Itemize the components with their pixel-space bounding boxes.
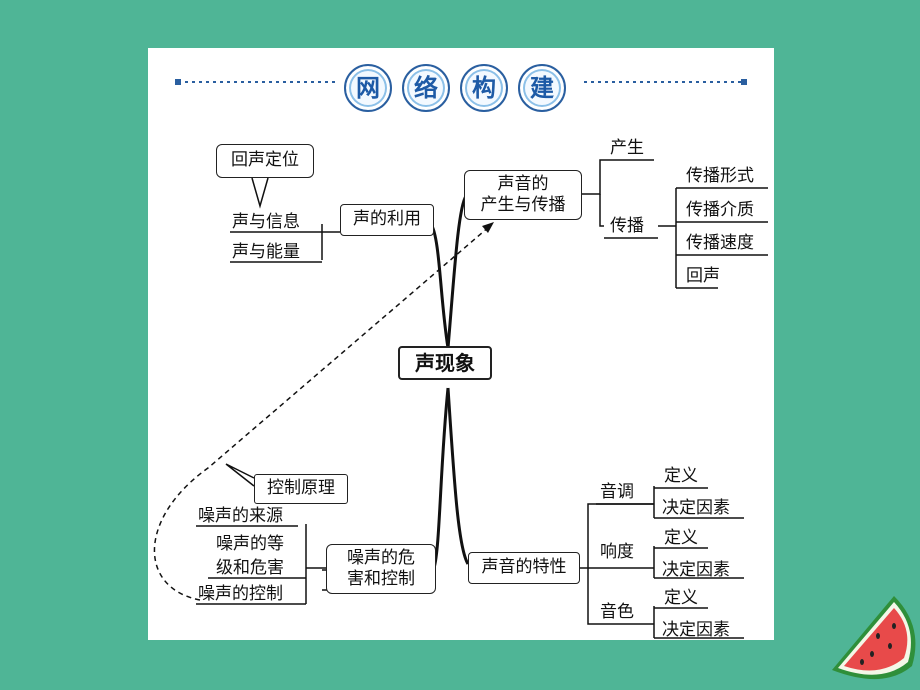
production-node: 声音的 产生与传播	[464, 170, 582, 220]
noise-label-2: 害和控制	[347, 569, 415, 589]
trunk-to-characteristics	[446, 387, 470, 565]
noise-item-level-1: 噪声的等	[216, 534, 284, 554]
pitch-factors: 决定因素	[662, 498, 730, 518]
connector-lines	[153, 79, 768, 639]
center-node: 声现象	[398, 346, 492, 380]
trunk-to-production	[446, 195, 468, 349]
characteristics-node: 声音的特性	[468, 552, 580, 584]
loudness-factors: 决定因素	[662, 560, 730, 580]
timbre-factors: 决定因素	[662, 620, 730, 640]
use-node: 声的利用	[340, 204, 434, 236]
timbre-label: 音色	[600, 602, 634, 622]
noise-node: 噪声的危 害和控制	[326, 544, 436, 594]
pitch-label: 音调	[600, 482, 634, 502]
mind-map-card: 网 络 构 建 声现象 声的利用 回声定位 声与信息 声与能量 声音的 产生与传…	[148, 48, 774, 640]
propagate-label: 传播	[610, 216, 644, 236]
propagate-item-speed: 传播速度	[686, 233, 754, 253]
control-principle-arrowhead	[482, 222, 494, 233]
trunk-to-noise	[432, 387, 450, 569]
loudness-label: 响度	[600, 542, 634, 562]
production-label-1: 声音的	[497, 174, 549, 194]
propagate-item-echo: 回声	[686, 266, 720, 286]
title-bar: 网 络 构 建	[148, 48, 774, 128]
loudness-definition: 定义	[664, 528, 698, 548]
echo-location-callout: 回声定位	[216, 144, 314, 178]
noise-item-control: 噪声的控制	[198, 584, 283, 604]
noise-item-level-2: 级和危害	[216, 558, 284, 578]
noise-item-source: 噪声的来源	[198, 506, 283, 526]
title-char-3: 构	[460, 64, 508, 112]
title-char-4: 建	[518, 64, 566, 112]
propagate-item-form: 传播形式	[686, 166, 754, 186]
noise-label-1: 噪声的危	[347, 548, 415, 568]
control-principle-callout: 控制原理	[254, 474, 348, 504]
propagate-item-medium: 传播介质	[686, 200, 754, 220]
trunk-to-use	[429, 223, 450, 349]
use-item-info: 声与信息	[232, 212, 300, 232]
use-item-energy: 声与能量	[232, 242, 300, 262]
pitch-definition: 定义	[664, 466, 698, 486]
title-char-1: 网	[344, 64, 392, 112]
control-principle-arrow	[153, 225, 491, 601]
title-char-2: 络	[402, 64, 450, 112]
production-label-2: 产生与传播	[480, 195, 566, 215]
timbre-definition: 定义	[664, 588, 698, 608]
watermelon-icon	[832, 596, 916, 680]
produce-label: 产生	[610, 138, 644, 158]
